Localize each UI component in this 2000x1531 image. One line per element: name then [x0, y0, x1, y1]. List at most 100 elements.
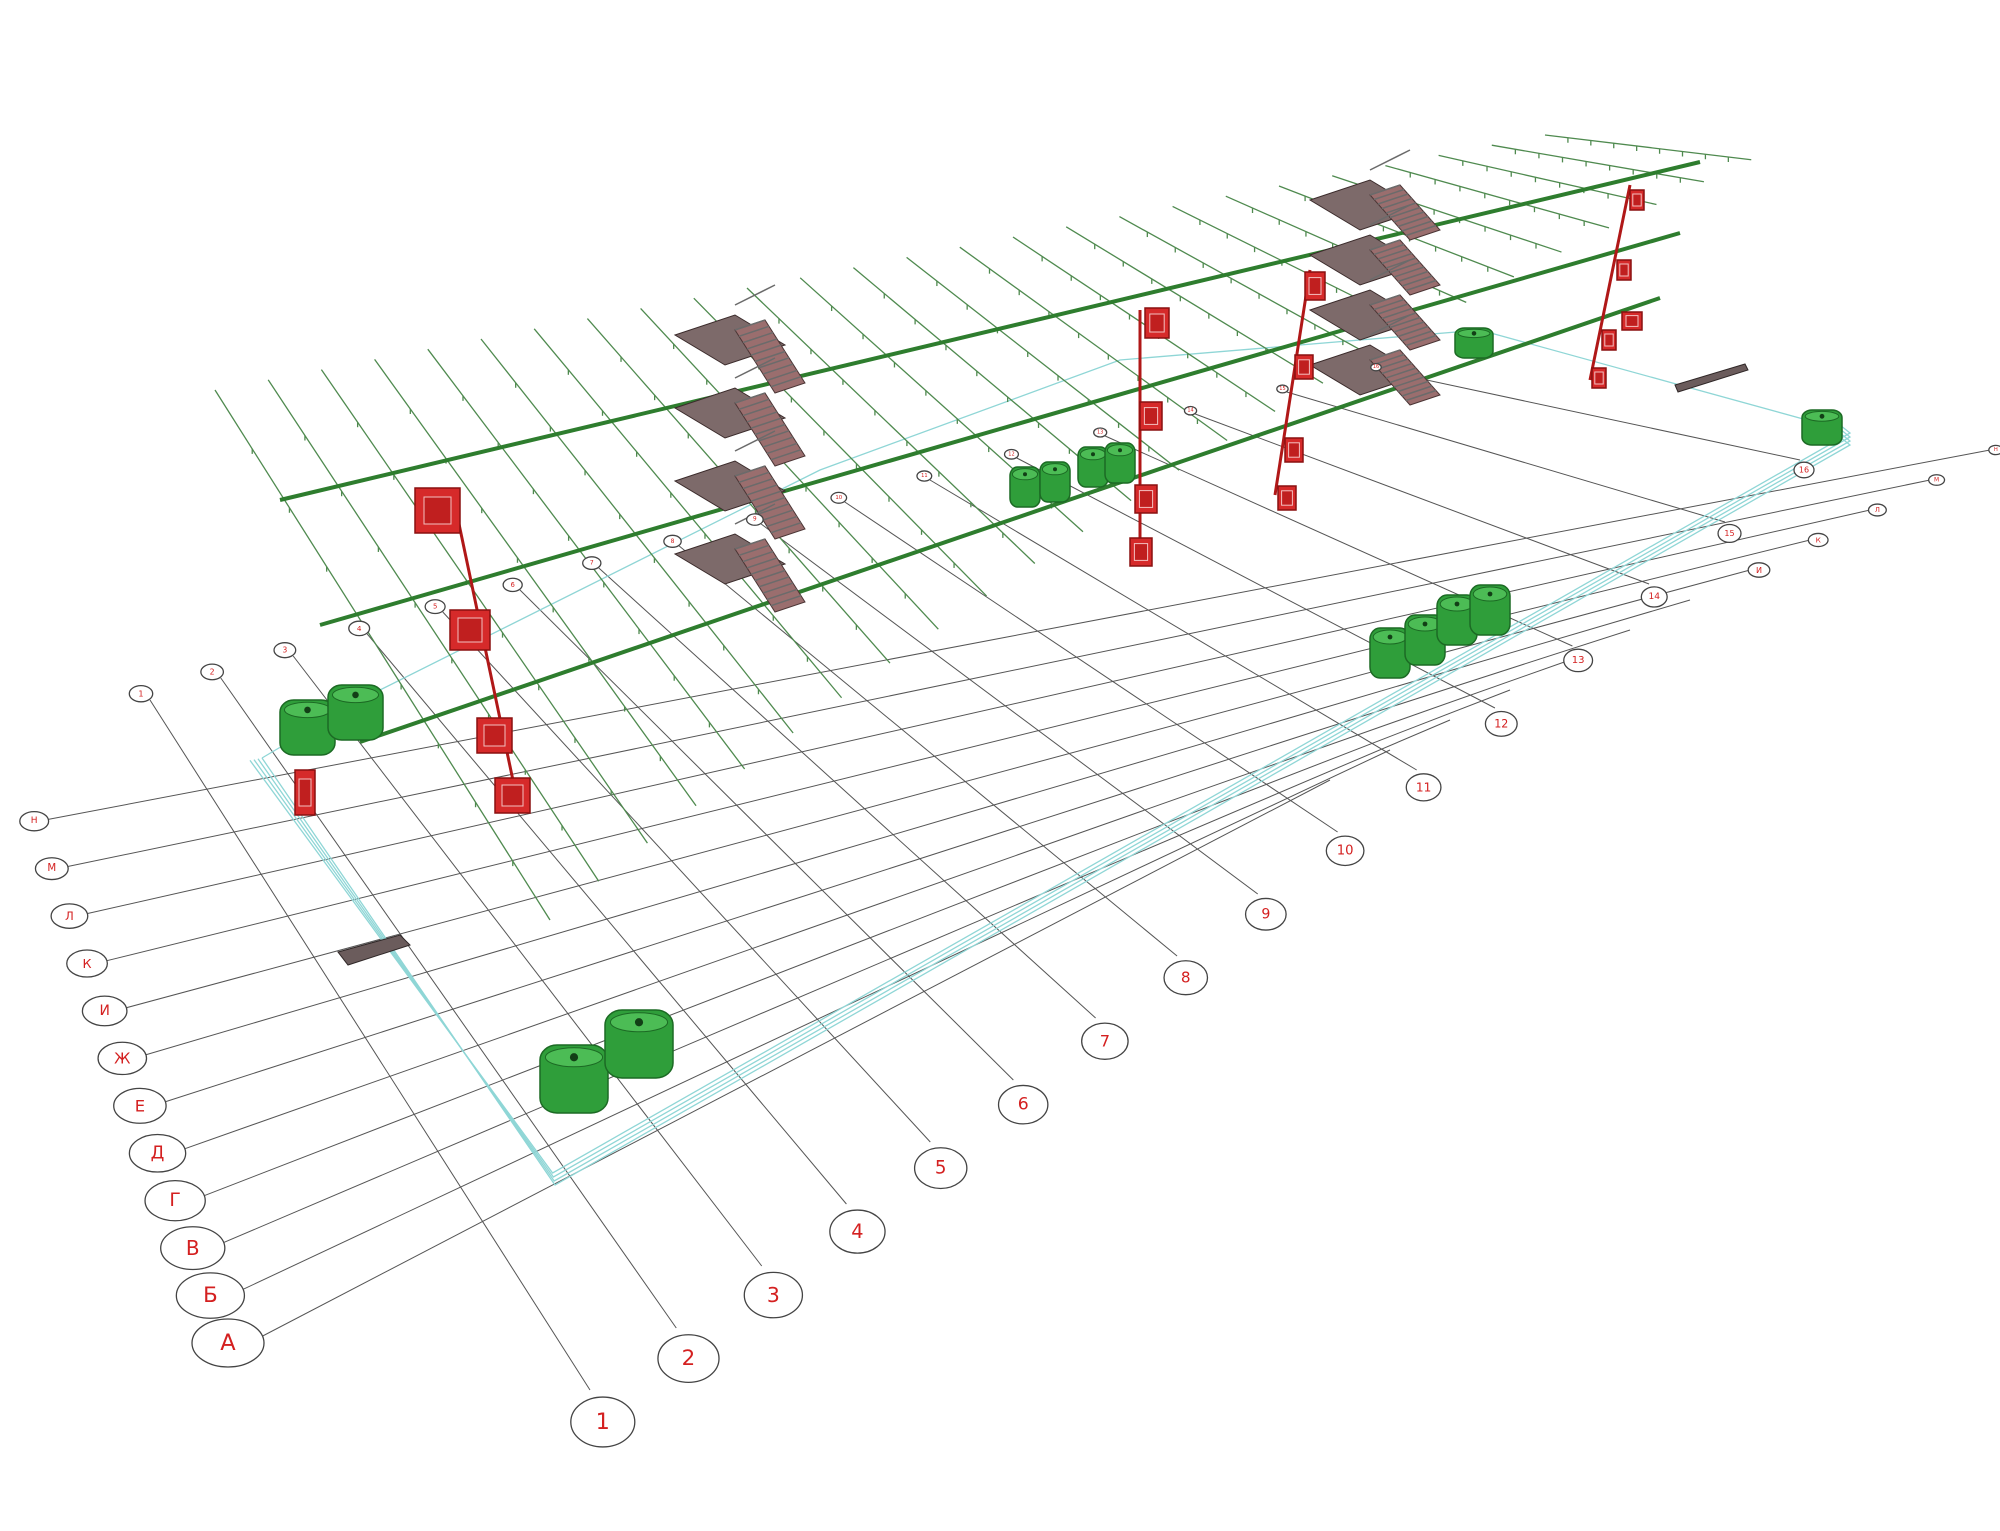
axis-bubble-label: Е [135, 1096, 145, 1115]
branch-pipe [906, 256, 1180, 471]
stair-tread [1389, 261, 1421, 274]
stair-tread [770, 375, 802, 388]
axis-bubble-label: 12 [1008, 451, 1014, 457]
main-supply-pipe [279, 160, 1701, 502]
branch-pipe [746, 287, 1036, 564]
fire-hose-cabinet [1616, 259, 1632, 281]
branch-pipe [1012, 236, 1276, 413]
fire-hose-cabinet [294, 769, 316, 816]
stair-tread [738, 471, 770, 484]
axis-bubble-label: М [47, 863, 56, 874]
stair-tread [1401, 385, 1433, 397]
axis-line-num [1195, 413, 1650, 585]
stair-tread [1385, 367, 1417, 379]
branch-pipe [374, 359, 697, 807]
staircase [673, 284, 806, 613]
beam [337, 934, 411, 966]
stair-tread [1405, 389, 1437, 402]
axis-bubble-num-top: 13 [1093, 427, 1108, 438]
axis-line-num [598, 567, 1096, 1019]
axis-line-num [149, 699, 591, 1391]
stair-tread [734, 465, 766, 477]
axis-line-num [760, 523, 1259, 895]
axis-bubble-letter: В [160, 1226, 226, 1271]
branch-pipe [214, 389, 551, 921]
axis-line-letter [102, 539, 1811, 963]
stair-tread [754, 569, 786, 582]
axis-bubble-num-top: 2 [200, 663, 225, 681]
branch-pipe [1385, 164, 1610, 229]
water-tank [604, 1009, 674, 1079]
branch-pipe [959, 246, 1228, 442]
stair-tread [734, 319, 766, 331]
stair-tread [1405, 334, 1437, 347]
stair-tread [1393, 211, 1425, 223]
stair-tread [742, 477, 774, 490]
axis-bubble-letter: Г [144, 1179, 206, 1222]
axis-line-letter [121, 569, 1751, 1010]
axis-bubble-num-top: 16 [1370, 362, 1382, 372]
axis-bubble-label: 12 [1494, 717, 1508, 730]
stair-railing [734, 357, 776, 379]
axis-line-letter [178, 659, 1571, 1152]
axis-bubble-label: К [83, 956, 92, 971]
stair-tread [770, 521, 802, 534]
water-tank [1369, 627, 1411, 679]
branch-pipe [1491, 144, 1705, 183]
axis-bubble-label: 8 [1181, 969, 1191, 987]
stair-tread [738, 544, 770, 557]
stair-railing [734, 430, 776, 452]
branch-pipe [1438, 154, 1657, 206]
axis-line-num [292, 655, 763, 1267]
axis-bubble-label: 4 [357, 624, 362, 633]
axis-bubble-num-top: 7 [582, 556, 602, 571]
outline-wall [253, 416, 1852, 1178]
fire-hose-cabinets [294, 189, 1645, 816]
axis-bubble-label: В [186, 1236, 200, 1260]
stair-tread [1389, 206, 1421, 219]
water-tank [1436, 594, 1478, 646]
axis-line-letter [216, 719, 1451, 1246]
stair-tread [746, 557, 778, 569]
stair-tread [754, 423, 786, 436]
axis-bubble-label: 14 [1187, 408, 1193, 414]
axis-bubble-num-top: 5 [424, 599, 446, 615]
water-tank [1009, 466, 1041, 508]
stair-tread [1401, 330, 1433, 342]
stair-tread [1405, 224, 1437, 237]
main-supply-pipe [359, 296, 1661, 744]
axis-bubble-label: И [1756, 565, 1762, 575]
fire-hose-cabinet [414, 487, 461, 534]
branch-pipe [533, 328, 843, 699]
axis-bubble-label: 5 [433, 603, 437, 611]
stair-tread [770, 448, 802, 461]
stair-tread [1373, 353, 1405, 366]
axis-bubble-num-top: 3 [273, 642, 297, 659]
axis-line-num [678, 545, 1178, 957]
stair-tread [766, 588, 798, 601]
fire-hose-cabinet [1629, 189, 1645, 211]
axis-bubble-num: 13 [1563, 648, 1594, 673]
axis-bubble-letter: Н [19, 810, 50, 832]
stair-tread [1389, 316, 1421, 329]
stair-railing [734, 284, 776, 306]
axis-bubble-label: 11 [921, 473, 927, 479]
stair-tread [770, 594, 802, 607]
branch-pipe [1544, 134, 1752, 161]
axis-line-num [929, 479, 1417, 771]
water-tank [327, 684, 384, 741]
stair-tread [1369, 294, 1401, 306]
fire-hose-cabinet [476, 717, 513, 754]
stair-tread [742, 550, 774, 563]
stair-tread [758, 430, 790, 442]
axis-bubble-num: 7 [1081, 1022, 1129, 1060]
stair-tread [758, 503, 790, 515]
axis-bubble-num: 12 [1484, 710, 1518, 737]
axis-bubble-label: 9 [1261, 906, 1270, 922]
axis-bubble-num: 4 [829, 1209, 886, 1254]
fire-hose-cabinet [1601, 329, 1617, 351]
fire-hose-cabinet [1304, 271, 1326, 301]
axis-bubble-label: 1 [138, 689, 143, 699]
axis-bubble-label: Ж [114, 1049, 130, 1067]
